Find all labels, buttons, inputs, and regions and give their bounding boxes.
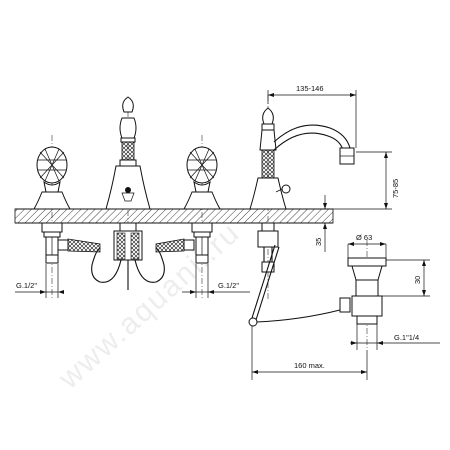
center-spout bbox=[91, 96, 165, 290]
right-crystal-handle bbox=[155, 135, 221, 300]
dim-drain-height: 30 bbox=[413, 276, 422, 284]
countertop bbox=[14, 208, 334, 224]
left-crystal-handle bbox=[33, 135, 101, 300]
dim-spout-reach: 135-146 bbox=[296, 84, 324, 93]
bidet-mixer bbox=[248, 95, 355, 327]
dim-rod-length: 160 max. bbox=[294, 361, 325, 370]
dim-deck-thickness: 35 bbox=[314, 238, 323, 246]
dim-connection-right: G.1/2" bbox=[218, 281, 239, 290]
dim-connection-left: G.1/2" bbox=[16, 281, 37, 290]
dim-spout-height: 75-85 bbox=[391, 179, 400, 198]
dim-drain-thread: G.1"1/4 bbox=[394, 333, 419, 342]
dim-drain-diameter: Ø 63 bbox=[356, 233, 372, 242]
popup-waste bbox=[339, 240, 387, 350]
dimension-lines bbox=[15, 90, 440, 380]
